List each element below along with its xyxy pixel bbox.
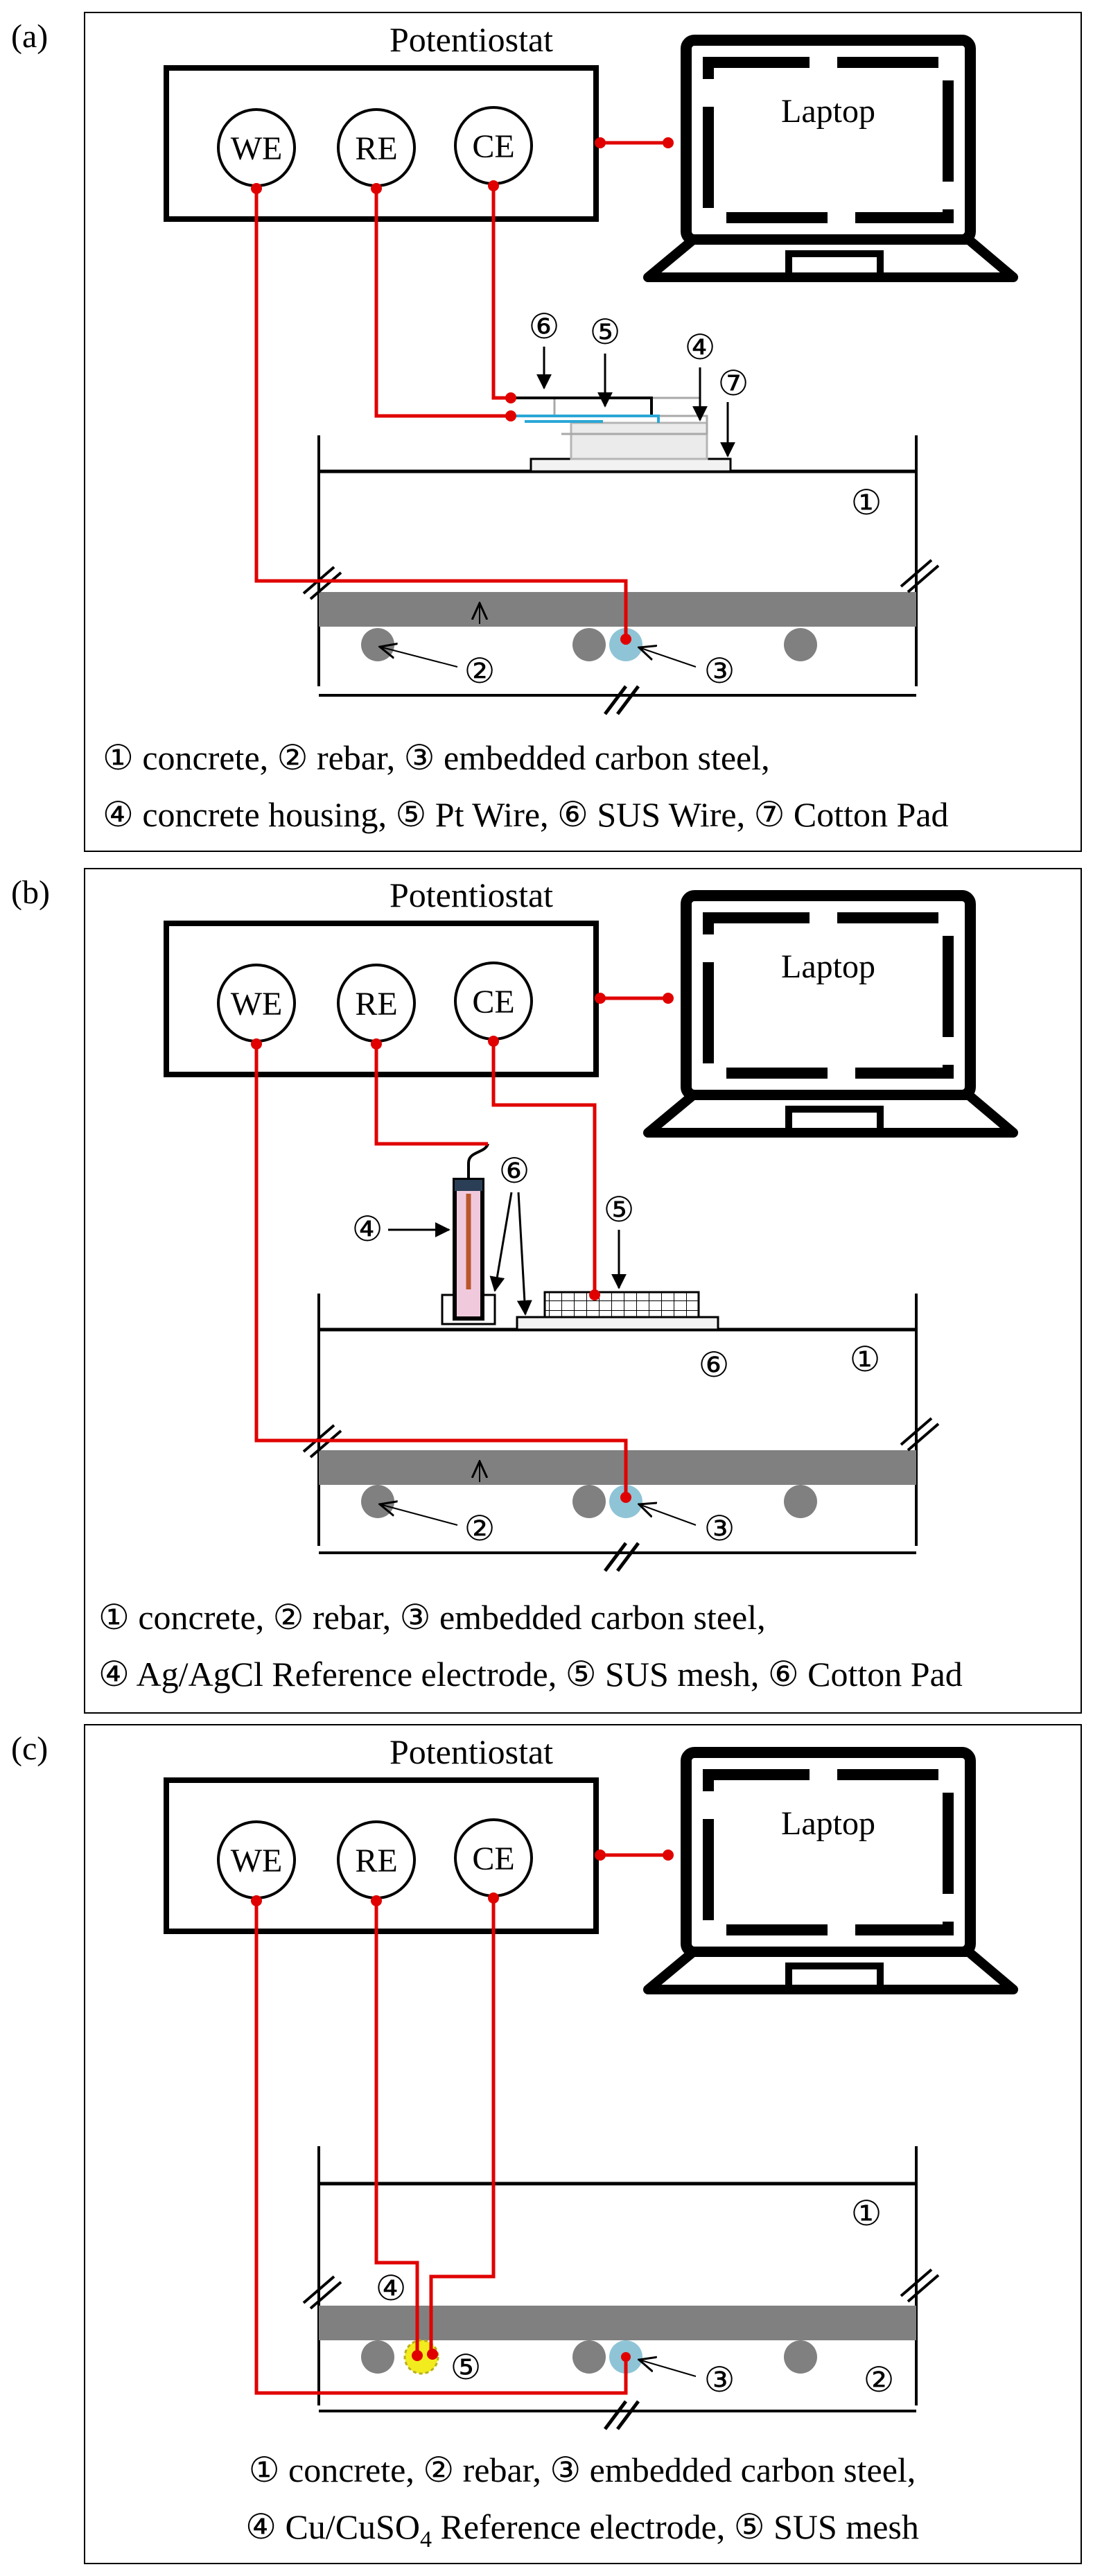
laptop-label-a: Laptop (781, 93, 875, 130)
rebar-dot-c (784, 2340, 817, 2374)
panel-frame-b (84, 868, 1082, 1714)
panel-label-c: (c) (11, 1730, 48, 1767)
marker-2-b: ② (464, 1509, 496, 1548)
cotton-pad-a (530, 458, 732, 473)
marker-5-a: ⑤ (590, 313, 621, 351)
sus-mesh-b (543, 1291, 700, 1319)
laptop-label-b: Laptop (781, 948, 875, 985)
panel-frame-a (84, 12, 1082, 852)
rebar-dot-b (361, 1485, 394, 1518)
rebar-dot-c (361, 2340, 394, 2374)
marker-4-c: ④ (376, 2269, 407, 2308)
wire-ce-c (429, 1898, 496, 2354)
panel-label-b: (b) (11, 874, 50, 911)
terminal-re-label-c: RE (355, 1843, 397, 1879)
marker-1-c: ① (851, 2194, 882, 2233)
wire-we-a (254, 189, 319, 583)
rebar-bar-b (319, 1450, 916, 1485)
panel-label-a: (a) (11, 18, 48, 55)
rebar-dot-b (572, 1485, 606, 1518)
terminal-ce-label-b: CE (472, 984, 514, 1020)
potentiostat-title-c: Potentiostat (390, 1732, 553, 1771)
marker-6-block-b: ⑥ (699, 1346, 730, 1384)
marker-2-a: ② (464, 652, 496, 690)
panel-a: (a) Potentiostat WE RE CE Laptop (11, 12, 1082, 852)
laptop-label-c: Laptop (781, 1805, 875, 1842)
concrete-housing-a (570, 421, 708, 460)
legend-line-1-b: ① concrete, ② rebar, ③ embedded carbon s… (98, 1598, 766, 1637)
cotton-pad-b (516, 1316, 719, 1331)
marker-1-a: ① (851, 483, 882, 522)
wire-we-c (254, 1901, 628, 2395)
marker-6-a: ⑥ (529, 307, 560, 346)
pt-wire-a (511, 415, 660, 423)
terminal-we-label-a: WE (231, 130, 283, 167)
terminal-re-label-a: RE (355, 130, 397, 167)
wire-re-a (374, 189, 511, 418)
laptop-icon-b (643, 890, 1018, 1138)
laptop-icon-c (643, 1747, 1018, 1994)
marker-2-c: ② (864, 2360, 895, 2399)
marker-3-c: ③ (704, 2360, 735, 2399)
wire-re-b (374, 1044, 488, 1146)
terminal-we-label-b: WE (231, 986, 283, 1022)
rebar-bar-a (319, 592, 916, 627)
marker-6-b: ⑥ (499, 1151, 530, 1190)
legend-line-2-a: ④ concrete housing, ⑤ Pt Wire, ⑥ SUS Wir… (103, 795, 949, 834)
wire-ce-b (491, 1041, 597, 1295)
terminal-we-label-c: WE (231, 1843, 283, 1879)
marker-5-c: ⑤ (450, 2348, 482, 2387)
panel-frame-c (84, 1724, 1082, 2564)
sus-wire-a (511, 397, 653, 417)
marker-4-a: ④ (685, 328, 716, 367)
wire-we-b (254, 1044, 319, 1443)
legend-line-2-c: ④ Cu/CuSO4 Reference electrode, ⑤ SUS me… (245, 2507, 919, 2552)
marker-5-b: ⑤ (604, 1190, 635, 1229)
terminal-ce-label-a: CE (472, 128, 514, 165)
laptop-icon-a (643, 35, 1018, 282)
panel-b: (b) Potentiostat WE RE CE Laptop (11, 868, 1082, 1714)
marker-7-a: ⑦ (718, 364, 749, 403)
terminal-re-label-b: RE (355, 986, 397, 1022)
marker-1-b: ① (850, 1340, 881, 1379)
wire-re-c (374, 1901, 419, 2357)
legend-line-2-b: ④ Ag/AgCl Reference electrode, ⑤ SUS mes… (98, 1655, 963, 1694)
potentiostat-title-b: Potentiostat (390, 876, 553, 914)
marker-3-b: ③ (704, 1509, 735, 1548)
rebar-dot-c (572, 2340, 606, 2374)
legend-line-1-a: ① concrete, ② rebar, ③ embedded carbon s… (103, 738, 770, 777)
rebar-dot-a (784, 628, 817, 661)
panel-c: (c) Potentiostat WE RE CE Laptop (11, 1724, 1082, 2564)
terminal-ce-label-c: CE (472, 1840, 514, 1877)
marker-3-a: ③ (704, 652, 735, 690)
rebar-dot-a (572, 628, 606, 661)
wire-ce-a (491, 186, 511, 400)
rebar-bar-c (319, 2306, 916, 2340)
potentiostat-title-a: Potentiostat (390, 20, 553, 59)
rebar-dot-b (784, 1485, 817, 1518)
legend-line-1-c: ① concrete, ② rebar, ③ embedded carbon s… (249, 2451, 916, 2489)
marker-4-b: ④ (352, 1210, 383, 1248)
rebar-dot-a (361, 628, 394, 661)
